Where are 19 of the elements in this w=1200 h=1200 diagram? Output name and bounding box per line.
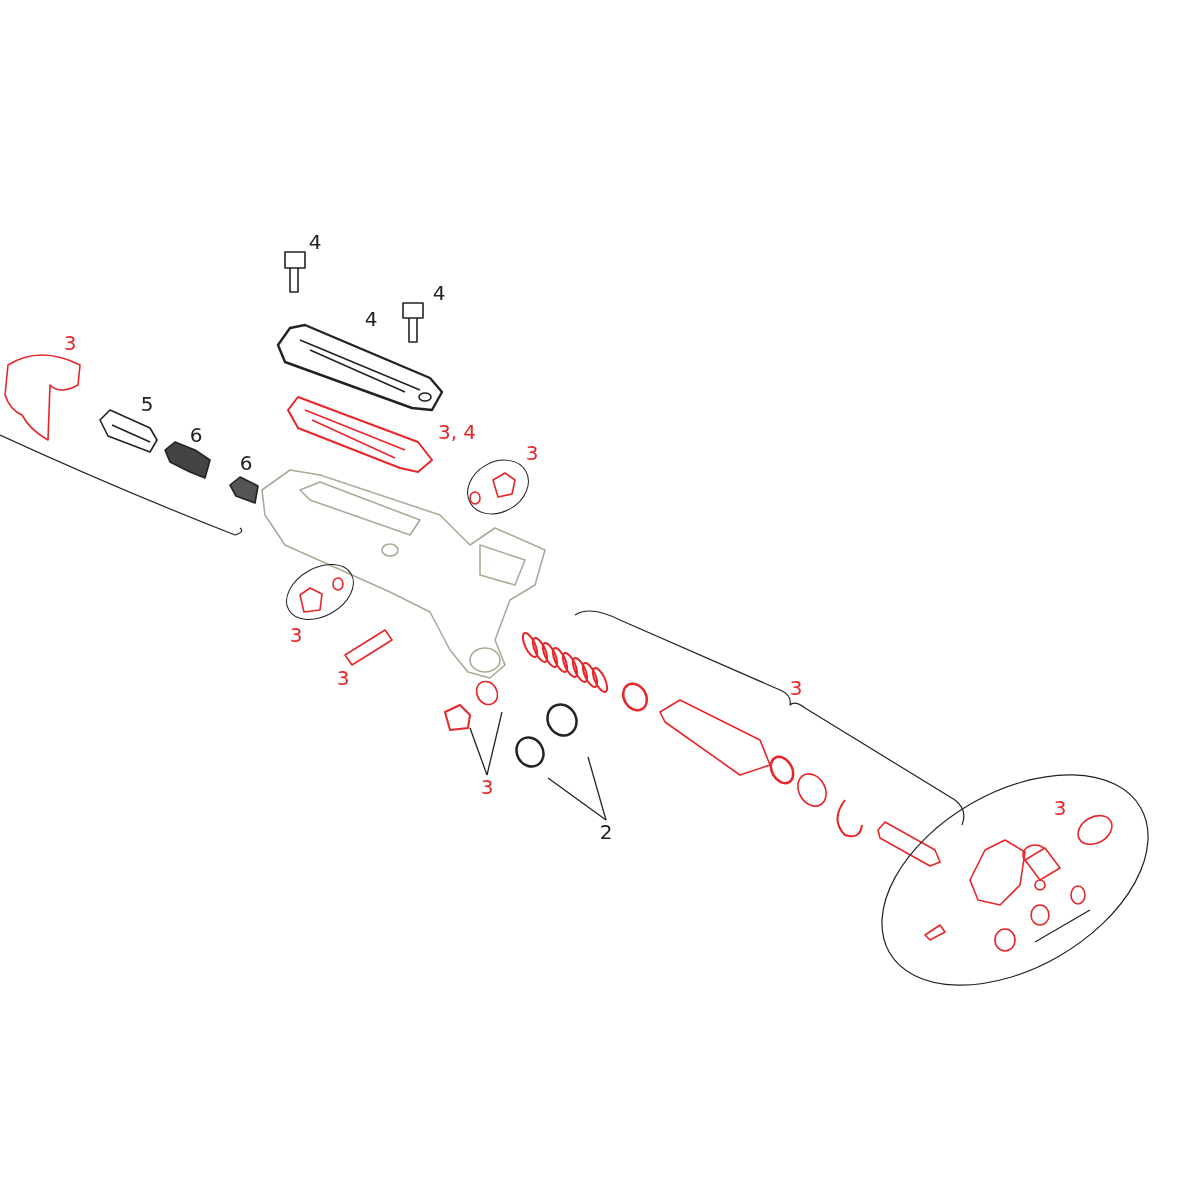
callout-number: 6 xyxy=(189,424,203,446)
callout-number: 5 xyxy=(140,393,154,415)
leader-line xyxy=(587,756,607,821)
leader-line xyxy=(469,727,488,776)
callout-number: 3 xyxy=(525,442,539,464)
callout-number: 3 xyxy=(789,677,803,699)
callout-number: 4 xyxy=(364,308,378,330)
callout-number: 3 xyxy=(63,332,77,354)
callout-number: 3 xyxy=(1053,797,1067,819)
callout-number: 4 xyxy=(308,231,322,253)
callout-number: 4 xyxy=(432,282,446,304)
leader-line xyxy=(486,711,503,776)
callout-number: 2 xyxy=(599,821,613,843)
callout-number: 3, 4 xyxy=(437,421,477,443)
callout-number: 3 xyxy=(289,624,303,646)
callout-number: 3 xyxy=(480,776,494,798)
leader-line xyxy=(547,777,607,821)
callout-number: 6 xyxy=(239,452,253,474)
callout-number: 3 xyxy=(336,667,350,689)
